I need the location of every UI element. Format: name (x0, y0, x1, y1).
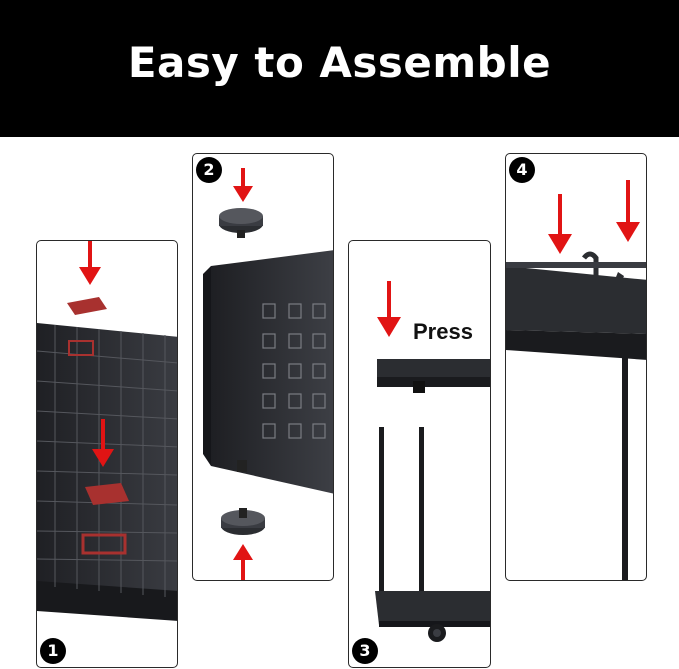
down-arrow-icon (92, 419, 114, 467)
caster-foot-icon (221, 508, 265, 535)
step-3-illustration (375, 281, 490, 642)
step-number-badge: 4 (509, 157, 535, 183)
down-arrow-icon (616, 180, 640, 242)
step-3-panel: Press 3 (348, 240, 491, 668)
step-1-illustration (37, 241, 177, 621)
frame-pole-icon (379, 427, 424, 597)
step-number-badge: 1 (40, 638, 66, 664)
step-4-panel: 4 (505, 153, 647, 581)
step-number-badge: 3 (352, 638, 378, 664)
adhesive-pad-icon (67, 297, 107, 315)
bottom-shelf-icon (375, 591, 490, 642)
frame-pole-icon (622, 354, 628, 580)
up-arrow-icon (233, 544, 253, 580)
down-arrow-icon (377, 281, 401, 337)
step-number-badge: 2 (196, 157, 222, 183)
step-2-panel: 2 (192, 153, 334, 581)
down-arrow-icon (548, 194, 572, 254)
step-1-panel: 1 (36, 240, 178, 668)
top-shelf-icon (506, 262, 646, 360)
press-label: Press (413, 319, 473, 344)
down-arrow-icon (79, 241, 101, 285)
step-2-illustration (203, 168, 333, 580)
top-shelf-icon (377, 359, 490, 393)
shelf-panel-icon (211, 250, 333, 494)
header-banner: Easy to Assemble (0, 0, 679, 137)
step-4-illustration (506, 180, 646, 580)
caster-foot-icon (219, 208, 263, 238)
banner-title: Easy to Assemble (127, 38, 552, 87)
down-arrow-icon (233, 168, 253, 202)
